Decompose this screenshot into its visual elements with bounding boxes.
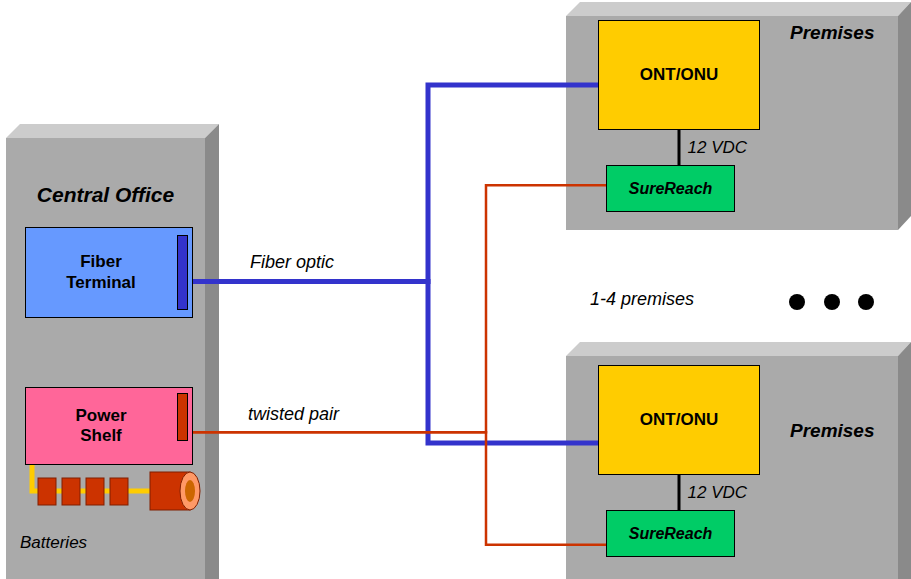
line-label: Fiber optic — [250, 252, 334, 273]
line-label: 12 VDC — [688, 138, 748, 158]
equipment-box: ONT/ONU — [598, 365, 760, 475]
battery-cylinder-core — [185, 480, 195, 502]
equipment-box: SureReach — [606, 510, 735, 557]
box-label: Fiber Terminal — [61, 252, 141, 293]
equipment-box: ONT/ONU — [598, 20, 760, 130]
fiber-link — [193, 282, 598, 444]
housing-heading: Central Office — [6, 182, 205, 207]
battery-cylinder-end — [180, 472, 200, 510]
box-label: SureReach — [629, 179, 713, 198]
equipment-box: Fiber Terminal — [25, 227, 193, 318]
power-pair — [193, 432, 606, 545]
dc-feed — [678, 130, 681, 165]
box-label: ONT/ONU — [640, 410, 718, 430]
premises-housing: PremisesONT/ONU SureReach — [566, 16, 898, 230]
premises-housing: Premises ONT/ONU SureReach — [566, 356, 898, 579]
port-bar-shape — [178, 394, 188, 441]
housing-heading: Premises — [790, 22, 875, 45]
site-housing: Central Office Fiber Terminal Power Shel… — [6, 138, 205, 579]
line-label: 12 VDC — [688, 483, 748, 503]
ellipsis-dot — [789, 294, 805, 310]
box-label: Power Shelf — [61, 406, 141, 447]
housing-top — [6, 124, 219, 138]
port-bar — [177, 393, 188, 441]
fiber-link — [193, 85, 598, 282]
housing-top — [566, 342, 911, 356]
box-label: ONT/ONU — [640, 65, 718, 85]
battery-cell — [38, 478, 56, 505]
housing-side — [205, 124, 219, 579]
battery-cell — [86, 478, 104, 505]
equipment-box: Power Shelf — [25, 387, 193, 465]
ellipsis-dot — [858, 294, 874, 310]
battery-cell — [110, 478, 128, 505]
power-pair — [193, 185, 606, 432]
housing-front — [566, 16, 898, 230]
equipment-box: SureReach — [606, 165, 735, 212]
housing-side — [898, 2, 911, 230]
port-bar-shape — [178, 236, 188, 310]
port-bar — [177, 235, 188, 310]
housing-side — [898, 342, 911, 579]
housing-front — [566, 356, 898, 579]
note-label: 1-4 premises — [590, 289, 694, 310]
housing-top — [566, 2, 911, 16]
part-label: Batteries — [20, 533, 87, 553]
housing-heading: Premises — [790, 420, 875, 443]
housing-front — [6, 138, 205, 579]
line-label: twisted pair — [248, 404, 339, 425]
battery-cell — [62, 478, 80, 505]
dc-feed — [678, 475, 681, 510]
box-label: SureReach — [629, 524, 713, 543]
ellipsis-dot — [824, 294, 840, 310]
